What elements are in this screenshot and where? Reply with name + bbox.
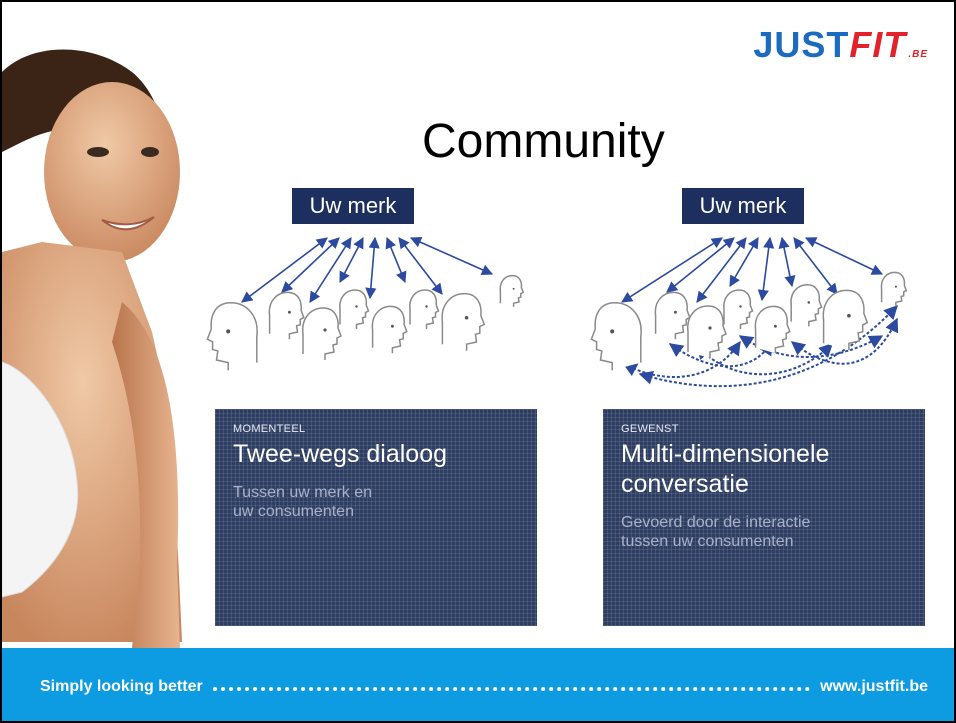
- consumer-head-icon: [822, 289, 869, 351]
- two-way-arrow: [729, 237, 759, 287]
- consumer-head-icon: [880, 271, 908, 307]
- logo-just: JUST: [753, 24, 850, 65]
- consumer-head-icon: [754, 305, 791, 354]
- consumer-head-icon: [339, 289, 370, 329]
- two-way-arrow: [398, 237, 443, 295]
- consumer-head-icon: [206, 302, 258, 371]
- consumer-head-icon: [409, 289, 440, 329]
- logo-fit: FIT: [849, 24, 907, 65]
- consumer-head-icon: [499, 274, 525, 307]
- panel-desired-heading-line1: Multi-dimensionele: [621, 440, 830, 468]
- panel-desired-tag: GEWENST: [621, 423, 679, 435]
- interaction-arrow: [790, 317, 899, 365]
- two-way-arrow: [365, 236, 380, 300]
- right-arrows: [621, 236, 884, 303]
- panel-current-heading: Twee-wegs dialoog: [233, 440, 448, 468]
- two-way-arrow: [309, 237, 352, 303]
- consumer-head-icon: [302, 307, 342, 360]
- consumer-head-icon: [654, 291, 691, 340]
- panel-desired-heading: Multi-dimensionele conversatie: [621, 439, 907, 499]
- consumer-head-icon: [687, 305, 727, 358]
- footer-bar: Simply looking better www.justfit.be: [2, 648, 954, 721]
- panel-desired-desc-line2: tussen uw consumenten: [621, 533, 794, 550]
- panel-desired-desc: Gevoerd door de interactie tussen uw con…: [621, 513, 907, 551]
- left-consumer-heads: [206, 274, 525, 371]
- logo-be: .BE: [908, 49, 928, 60]
- consumer-head-icon: [590, 302, 642, 371]
- consumer-head-icon: [723, 289, 754, 329]
- two-way-arrow: [666, 237, 735, 293]
- consumer-head-icon: [441, 292, 486, 351]
- panel-current-tag: MOMENTEEL: [233, 423, 306, 435]
- two-way-arrow: [385, 236, 407, 284]
- panel-desired-desc-line1: Gevoerd door de interactie: [621, 514, 811, 531]
- slide-title: Community: [422, 115, 665, 168]
- brand-box-left: Uw merk: [292, 188, 414, 224]
- two-way-arrow: [339, 237, 364, 283]
- panel-current-desc: Tussen uw merk en uw consumenten: [233, 483, 519, 521]
- consumer-head-icon: [268, 291, 305, 340]
- consumer-head-icon: [371, 305, 408, 354]
- woman-photo: [2, 2, 242, 652]
- panel-desired-heading-line2: conversatie: [621, 470, 749, 498]
- panel-current: MOMENTEEL Twee-wegs dialoog Tussen uw me…: [215, 409, 537, 626]
- panel-current-desc-line1: Tussen uw merk en: [233, 484, 373, 501]
- two-way-arrow: [804, 237, 884, 275]
- two-way-arrow: [409, 236, 494, 276]
- panel-desired: GEWENST Multi-dimensionele conversatie G…: [603, 409, 925, 626]
- two-way-arrow: [778, 236, 796, 288]
- two-way-arrow: [757, 236, 775, 302]
- right-consumer-heads: [590, 271, 908, 371]
- footer-slogan: Simply looking better: [40, 677, 203, 695]
- footer-url[interactable]: www.justfit.be: [820, 677, 928, 695]
- footer-dotted-line: [212, 686, 811, 691]
- panel-current-desc-line2: uw consumenten: [233, 503, 354, 520]
- communication-diagram: [206, 236, 908, 388]
- consumer-head-icon: [790, 284, 823, 327]
- justfit-logo: JUST FIT .BE: [753, 24, 928, 66]
- left-arrows: [241, 236, 494, 303]
- brand-box-right: Uw merk: [682, 188, 804, 224]
